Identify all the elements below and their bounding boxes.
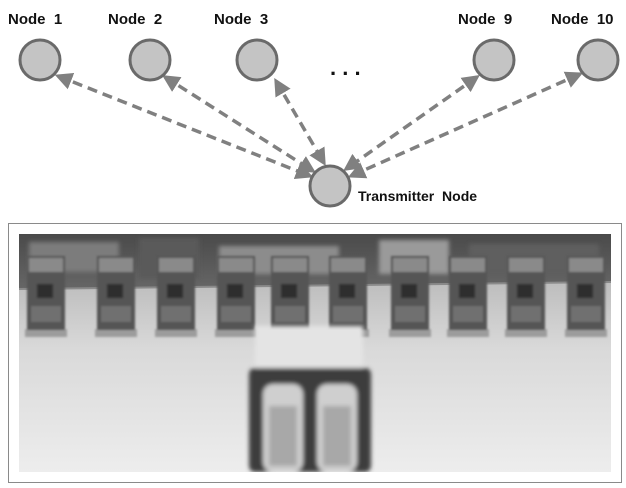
node-1-label: Node 1	[8, 11, 62, 28]
link-arrow-node-10	[347, 71, 584, 179]
node-1-circle	[18, 38, 62, 82]
node-2-label: Node 2	[108, 11, 162, 28]
sensor-board	[505, 256, 547, 337]
link-arrow-node-2	[162, 75, 316, 173]
node-10-circle	[576, 38, 620, 82]
photo-frame	[8, 223, 622, 483]
node-2-circle	[128, 38, 172, 82]
sensor-nodes-photo	[19, 234, 611, 472]
sensor-board	[327, 256, 369, 337]
node-10-label: Node 10	[551, 11, 614, 28]
sensor-board	[565, 256, 607, 337]
link-arrows	[54, 71, 584, 179]
sensor-board	[389, 256, 431, 337]
node-3-circle	[235, 38, 279, 82]
network-diagram: Node 1 Node 2 Node 3 . . . Node 9 Node 1…	[8, 11, 620, 208]
ellipsis: . . .	[330, 55, 361, 80]
transmitter-node-label: Transmitter Node	[358, 188, 477, 204]
sensor-board	[447, 256, 489, 337]
node-9-label: Node 9	[458, 11, 512, 28]
sensor-board-row	[25, 256, 607, 337]
battery-pack	[249, 326, 371, 472]
sensor-board	[25, 256, 67, 337]
transmitter-node-circle	[308, 164, 352, 208]
sensor-board	[269, 256, 311, 337]
sensor-board	[95, 256, 137, 337]
link-arrow-node-3	[274, 77, 326, 167]
node-9-circle	[472, 38, 516, 82]
link-arrow-node-9	[343, 74, 480, 172]
sensor-board	[215, 256, 257, 337]
node-3-label: Node 3	[214, 11, 268, 28]
sensor-board	[155, 256, 197, 337]
